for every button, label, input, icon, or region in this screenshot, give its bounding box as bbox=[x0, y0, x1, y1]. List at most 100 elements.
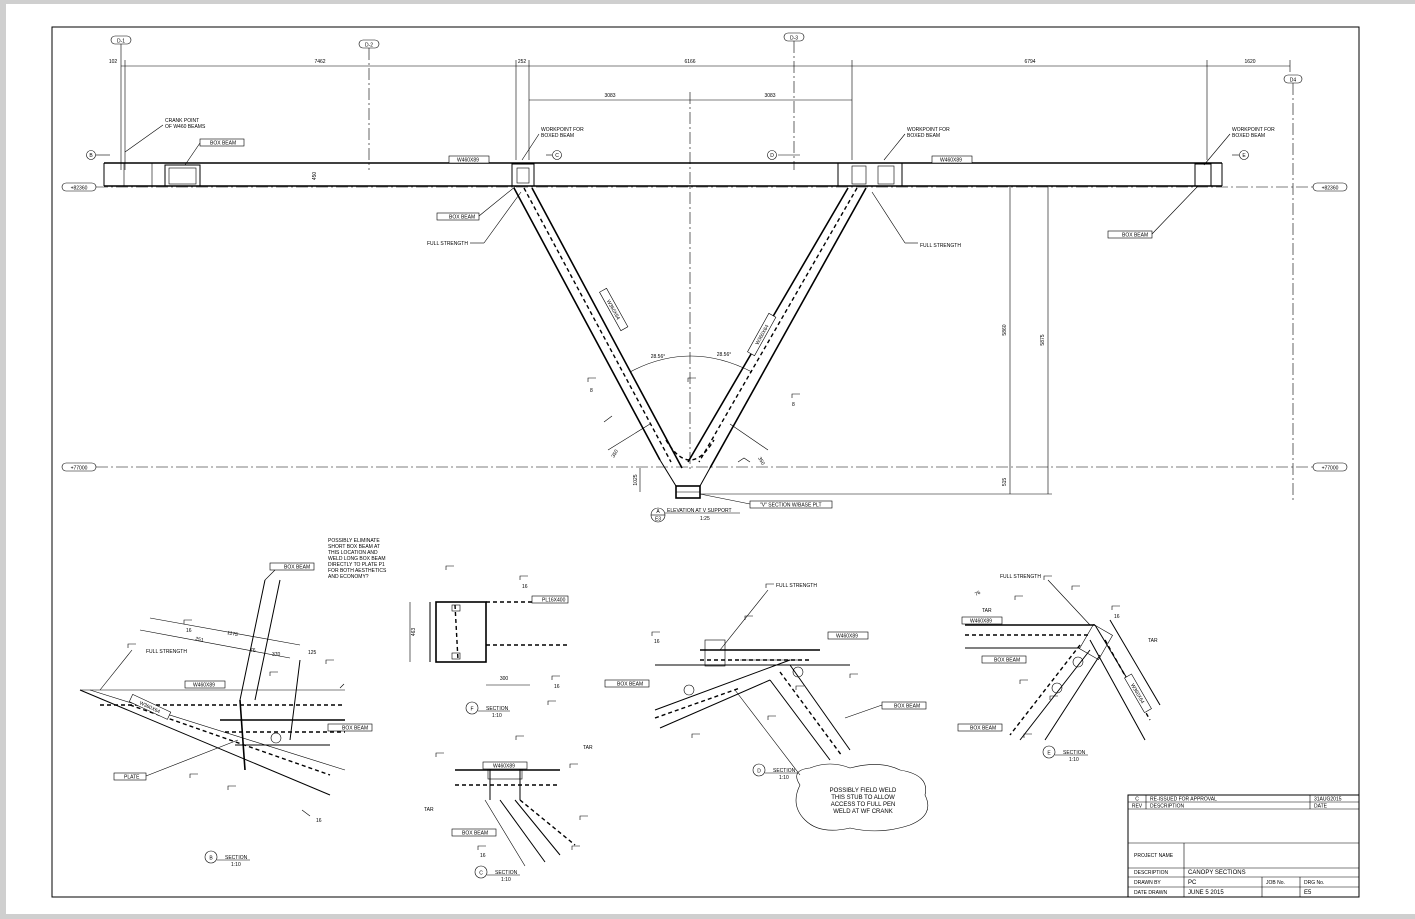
sec-b-title: SECTION bbox=[225, 855, 248, 861]
cloud-note-4: WELD AT WF CRANK bbox=[833, 809, 892, 815]
weld-8a: 8 bbox=[590, 388, 593, 394]
sec-c-letter: C bbox=[479, 871, 483, 877]
sec-f-title: SECTION bbox=[486, 706, 509, 712]
workpoint-1a: WORKPOINT FOR bbox=[541, 127, 584, 133]
dim-102: 102 bbox=[109, 59, 118, 65]
sec-d-w460: W460X89 bbox=[836, 634, 858, 640]
sec-e-letter: E bbox=[1047, 751, 1051, 757]
box-beam-tag-2: BOX BEAM bbox=[449, 215, 475, 221]
sec-b-plate: PLATE bbox=[124, 775, 140, 781]
sec-b-note-7: AND ECONOMY? bbox=[328, 574, 369, 580]
cloud-note-3: ACCESS TO FULL PEN bbox=[831, 802, 896, 808]
level-lower-left: +77000 bbox=[71, 466, 88, 472]
gridline-d3: D-3 bbox=[790, 36, 798, 42]
sec-b-scale: 1:10 bbox=[231, 862, 241, 868]
sec-b-box-beam-2: BOX BEAM bbox=[342, 726, 368, 732]
title-block: C RE-ISSUED FOR APPROVAL 31AUG2015 REV D… bbox=[1127, 794, 1360, 898]
dim-251: 251 bbox=[195, 636, 205, 644]
dim-350-right: 350 bbox=[756, 456, 765, 466]
dim-1025: 1025 bbox=[633, 474, 639, 485]
desc-header: DESCRIPTION bbox=[1150, 804, 1185, 810]
full-strength-left: FULL STRENGTH bbox=[427, 241, 468, 247]
box-beam-tag-1: BOX BEAM bbox=[210, 141, 236, 147]
sec-b-note-5: DIRECTLY TO PLATE P1 bbox=[328, 562, 385, 568]
box-beam-tag-3: BOX BEAM bbox=[1122, 233, 1148, 239]
sec-d-scale: 1:10 bbox=[779, 775, 789, 781]
weld-f1: 16 bbox=[522, 584, 528, 590]
sec-e-tar-left: TAR bbox=[982, 608, 992, 614]
dim-5860: 5860 bbox=[1002, 324, 1008, 335]
beam-depth: 450 bbox=[312, 172, 318, 181]
sec-c-box-beam: BOX BEAM bbox=[462, 831, 488, 837]
svg-text:B: B bbox=[89, 153, 93, 159]
description-value: CANOPY SECTIONS bbox=[1188, 870, 1246, 876]
sec-f-scale: 1:10 bbox=[492, 713, 502, 719]
sec-b-note-2: SHORT BOX BEAM AT bbox=[328, 544, 380, 550]
date-drawn-label: DATE DRAWN bbox=[1134, 890, 1167, 896]
dim-3083-left: 3083 bbox=[604, 93, 615, 99]
sec-d-box-beam: BOX BEAM bbox=[617, 682, 643, 688]
dim-515: 515 bbox=[1002, 478, 1008, 487]
dim-3083-right: 3083 bbox=[764, 93, 775, 99]
cloud-note-2: THIS STUB TO ALLOW bbox=[831, 795, 895, 801]
dim-1620: 1620 bbox=[1244, 59, 1255, 65]
weld-f2: 16 bbox=[554, 684, 560, 690]
dim-125: 125 bbox=[308, 650, 317, 656]
dim-1175: 1175 bbox=[227, 630, 239, 638]
rev-desc: RE-ISSUED FOR APPROVAL bbox=[1150, 797, 1217, 803]
weld-b1: 16 bbox=[186, 628, 192, 634]
drawn-by-label: DRAWN BY bbox=[1134, 880, 1161, 886]
sec-e-box-beam-2: BOX BEAM bbox=[970, 726, 996, 732]
workpoint-3b: BOXED BEAM bbox=[1232, 133, 1265, 139]
angle-right: 28.56° bbox=[717, 352, 732, 358]
sec-e-dim: 76 bbox=[974, 590, 982, 598]
callout-a-title: ELEVATION AT V SUPPORT bbox=[667, 508, 732, 514]
rev-header: REV bbox=[1132, 804, 1143, 810]
sec-e-scale: 1:10 bbox=[1069, 757, 1079, 763]
weld-c1: 16 bbox=[480, 853, 486, 859]
level-upper-left: +82360 bbox=[71, 186, 88, 192]
dim-7462: 7462 bbox=[314, 59, 325, 65]
sec-d-title: SECTION bbox=[773, 768, 796, 774]
crank-note-2: OF W460 BEAMS bbox=[165, 124, 206, 130]
sec-e-tar-right: TAR bbox=[1148, 638, 1158, 644]
workpoint-1b: BOXED BEAM bbox=[541, 133, 574, 139]
sec-c-tar-right: TAR bbox=[583, 745, 593, 751]
callout-a-sheet: E3 bbox=[655, 517, 661, 523]
gridline-markers: D-1 D-2 D-3 D4 bbox=[110, 32, 1303, 500]
sec-c-w460: W460X89 bbox=[493, 764, 515, 770]
sec-e-w460: W460X89 bbox=[970, 619, 992, 625]
gridline-d4: D4 bbox=[1290, 78, 1297, 84]
sec-b-note-1: POSSIBLY ELIMINATE bbox=[328, 538, 380, 544]
date-drawn-value: JUNE 5 2015 bbox=[1188, 890, 1224, 896]
sec-c-title: SECTION bbox=[495, 870, 518, 876]
workpoint-3a: WORKPOINT FOR bbox=[1232, 127, 1275, 133]
sec-f-width: 300 bbox=[500, 676, 509, 682]
level-upper-right: +82360 bbox=[1322, 186, 1339, 192]
sec-e-title: SECTION bbox=[1063, 750, 1086, 756]
description-label: DESCRIPTION bbox=[1134, 870, 1169, 876]
full-strength-right: FULL STRENGTH bbox=[920, 243, 961, 249]
weld-d1: 16 bbox=[654, 639, 660, 645]
sec-b-note-6: FOR BOTH AESTHETICS bbox=[328, 568, 387, 574]
sec-f-height: 463 bbox=[411, 628, 417, 637]
project-name-label: PROJECT NAME bbox=[1134, 853, 1174, 859]
drawn-by-value: PC bbox=[1188, 880, 1197, 886]
sec-f-letter: F bbox=[470, 707, 473, 713]
drawing-border bbox=[51, 26, 1360, 898]
sec-f-pl: PL16X400 bbox=[542, 598, 566, 604]
job-no-label: JOB No. bbox=[1266, 880, 1285, 886]
section-f: 463 300 PL16X400 16 16 F SECTION 1:10 bbox=[409, 565, 570, 719]
crank-note-1: CRANK POINT bbox=[165, 118, 199, 124]
v-section-tag: "V" SECTION W/BASE PLT bbox=[760, 503, 822, 509]
sec-d-full-strength: FULL STRENGTH bbox=[776, 583, 817, 589]
sec-e-box-beam: BOX BEAM bbox=[994, 658, 1020, 664]
callout-a-scale: 1:25 bbox=[700, 516, 710, 522]
dim-252: 252 bbox=[518, 59, 527, 65]
sec-c-scale: 1:10 bbox=[501, 877, 511, 883]
gridline-d2: D-2 bbox=[365, 43, 373, 49]
sec-d-letter: D bbox=[757, 769, 761, 775]
dim-6794: 6794 bbox=[1024, 59, 1035, 65]
dim-6166: 6166 bbox=[684, 59, 695, 65]
